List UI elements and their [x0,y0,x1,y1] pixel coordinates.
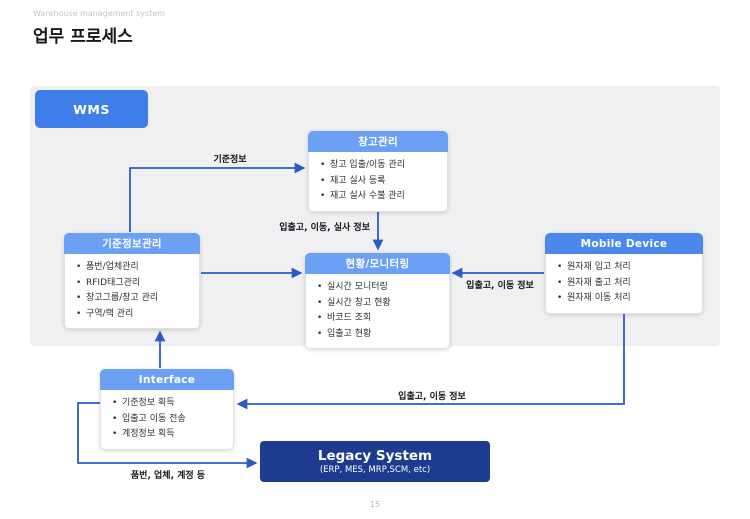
page-title: 업무 프로세스 [33,27,133,47]
list-item: 실시간 창고 현황 [316,296,443,312]
list-item: 재고 실사 등록 [319,174,441,190]
list-item: 바코드 조회 [316,311,443,327]
box-mobile-device-list: 원자재 입고 처리 원자재 출고 처리 원자재 이동 처리 [545,254,703,314]
box-interface: Interface 기준정보 획득 입출고 이동 전송 계정정보 획득 [100,369,234,450]
list-item: 구역/랙 관리 [75,307,193,323]
list-item: 창고그룹/창고 관리 [75,291,193,307]
list-item: 재고 실사 수불 관리 [319,189,441,205]
legacy-system-title: Legacy System [317,447,433,464]
legacy-system-box: Legacy System (ERP, MES, MRP,SCM, etc) [260,441,490,482]
box-master-data-list: 품번/업체관리 RFID태그관리 창고그룹/창고 관리 구역/랙 관리 [64,254,200,329]
arrow-label-mobile-interface: 입출고, 이동 정보 [398,392,466,402]
wms-badge: WMS [35,90,148,128]
list-item: 원자재 입고 처리 [556,260,696,276]
list-item: 창고 입출/이동 관리 [319,158,441,174]
arrow-label-interface-legacy: 품번, 업체, 계정 등 [130,471,206,481]
box-mobile-device: Mobile Device 원자재 입고 처리 원자재 출고 처리 원자재 이동… [545,233,703,314]
eyebrow-label: Warehouse management system [33,9,166,18]
list-item: 품번/업체관리 [75,260,193,276]
box-master-data: 기준정보관리 품번/업체관리 RFID태그관리 창고그룹/창고 관리 구역/랙 … [64,233,200,329]
arrow-label-warehouse-monitor: 입출고, 이동, 실사 정보 [279,223,370,233]
box-warehouse: 창고관리 창고 입출/이동 관리 재고 실사 등록 재고 실사 수불 관리 [308,131,448,212]
box-monitoring-list: 실시간 모니터링 실시간 창고 현황 바코드 조회 입출고 현황 [305,274,450,349]
list-item: 원자재 이동 처리 [556,291,696,307]
box-master-data-title: 기준정보관리 [64,233,200,254]
arrow-label-master-info: 기준정보 [213,155,247,165]
box-warehouse-list: 창고 입출/이동 관리 재고 실사 등록 재고 실사 수불 관리 [308,152,448,212]
list-item: 입출고 이동 전송 [111,412,227,428]
box-monitoring: 현황/모니터링 실시간 모니터링 실시간 창고 현황 바코드 조회 입출고 현황 [305,253,450,349]
list-item: 원자재 출고 처리 [556,276,696,292]
box-monitoring-title: 현황/모니터링 [305,253,450,274]
list-item: RFID태그관리 [75,276,193,292]
list-item: 입출고 현황 [316,327,443,343]
legacy-system-subtitle: (ERP, MES, MRP,SCM, etc) [319,464,431,475]
list-item: 실시간 모니터링 [316,280,443,296]
box-mobile-device-title: Mobile Device [545,233,703,254]
arrow-label-mobile-monitor: 입출고, 이동 정보 [466,281,534,291]
list-item: 계정정보 획득 [111,427,227,443]
list-item: 기준정보 획득 [111,396,227,412]
page-number: 15 [369,500,381,509]
box-warehouse-title: 창고관리 [308,131,448,152]
box-interface-title: Interface [100,369,234,390]
box-interface-list: 기준정보 획득 입출고 이동 전송 계정정보 획득 [100,390,234,450]
